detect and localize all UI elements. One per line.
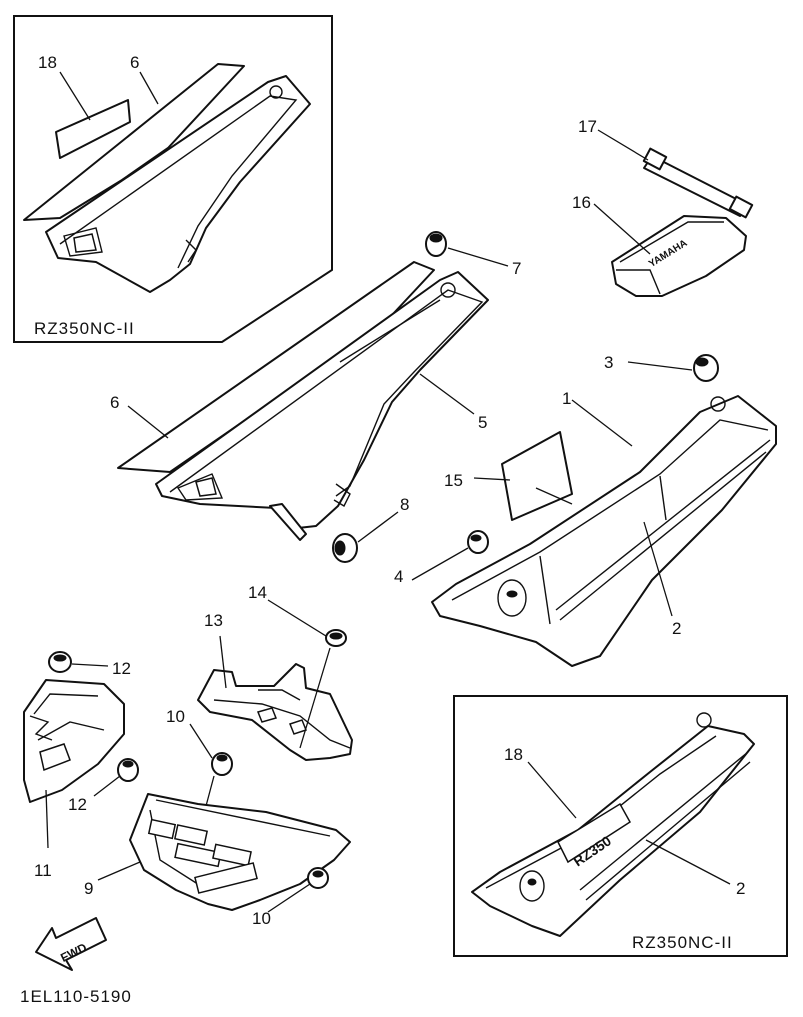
label-18-bottom: 18 bbox=[504, 745, 523, 764]
grommet-10-lower: 10 bbox=[252, 867, 329, 928]
strap-17: 17 bbox=[578, 117, 754, 219]
label-2: 2 bbox=[672, 619, 681, 638]
label-12-upper: 12 bbox=[112, 659, 131, 678]
screw-14: 14 bbox=[248, 583, 347, 749]
label-8: 8 bbox=[400, 495, 409, 514]
drawing-code: 1EL110-5190 bbox=[20, 987, 132, 1006]
label-7: 7 bbox=[512, 259, 521, 278]
decal-18-top bbox=[55, 99, 131, 159]
bracket-11: 11 bbox=[23, 679, 125, 880]
grommet-12-upper: 12 bbox=[48, 651, 131, 678]
inset-top-frame bbox=[13, 15, 333, 343]
grommet-4: 4 bbox=[394, 530, 489, 586]
decal-15: 15 bbox=[444, 431, 573, 521]
grommet-7: 7 bbox=[425, 231, 521, 278]
label-9: 9 bbox=[84, 879, 93, 898]
label-12-lower: 12 bbox=[68, 795, 87, 814]
label-13: 13 bbox=[204, 611, 223, 630]
side-cover-shell-top bbox=[45, 75, 311, 293]
label-15: 15 bbox=[444, 471, 463, 490]
side-cover-1: 1 2 bbox=[431, 389, 777, 667]
label-6-top: 6 bbox=[130, 53, 139, 72]
label-11: 11 bbox=[34, 861, 52, 880]
bracket-13: 13 bbox=[197, 611, 353, 761]
inset-bottom-right: RZ350 18 2 RZ350NC-II bbox=[453, 695, 788, 957]
fwd-arrow: FWD bbox=[35, 917, 107, 971]
label-3: 3 bbox=[604, 353, 613, 372]
label-10-lower: 10 bbox=[252, 909, 271, 928]
inset-bottom-model: RZ350NC-II bbox=[632, 933, 733, 952]
grommet-8: 8 bbox=[332, 495, 409, 563]
label-17: 17 bbox=[578, 117, 597, 136]
grommet-12-lower: 12 bbox=[68, 758, 139, 814]
label-10-upper: 10 bbox=[166, 707, 185, 726]
label-14: 14 bbox=[248, 583, 267, 602]
inset-top-model: RZ350NC-II bbox=[34, 319, 135, 338]
side-cover-9: 9 bbox=[84, 793, 351, 911]
label-4: 4 bbox=[394, 567, 403, 586]
label-2-bottom: 2 bbox=[736, 879, 745, 898]
grommet-10-upper: 10 bbox=[166, 707, 233, 807]
label-6: 6 bbox=[110, 393, 119, 412]
label-1: 1 bbox=[562, 389, 571, 408]
label-18-top: 18 bbox=[38, 53, 57, 72]
label-5: 5 bbox=[478, 413, 487, 432]
label-16: 16 bbox=[572, 193, 591, 212]
side-cover-5-6: 6 5 bbox=[110, 261, 489, 541]
side-cover-panel-6-top bbox=[23, 63, 245, 221]
inset-top-left: 18 6 RZ350NC-II bbox=[13, 15, 333, 343]
tool-pouch-16: YAMAHA 16 bbox=[572, 193, 747, 297]
grommet-3: 3 bbox=[604, 353, 719, 382]
inset-bottom-frame bbox=[453, 695, 788, 957]
